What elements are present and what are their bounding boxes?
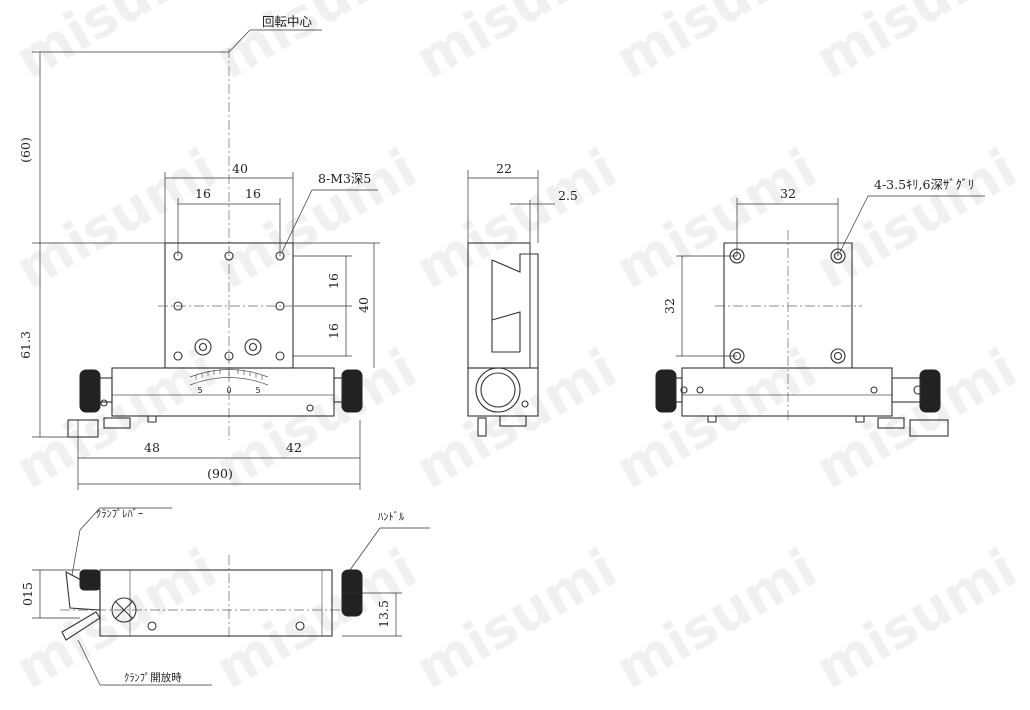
overall-width-dim: (90) xyxy=(207,466,233,481)
svg-text:misumi: misumi xyxy=(805,337,1027,502)
front-view: 回転中心 (60) 61.3 40 16 16 8-M3深5 xyxy=(18,14,380,490)
bottom-pitch-x-dim: 32 xyxy=(780,186,796,201)
front-pitch-right-dim: 16 xyxy=(245,186,261,201)
side-offset-dim: 2.5 xyxy=(558,188,578,203)
clamp-lever-label: ｸﾗﾝﾌﾟﾚﾊﾞｰ xyxy=(96,508,143,520)
clamp-height-dim: 015 xyxy=(20,582,35,606)
handle-label: ﾊﾝﾄﾞﾙ xyxy=(378,511,405,523)
bottom-pitch-y-dim: 32 xyxy=(662,298,677,314)
clamp-view: ｸﾗﾝﾌﾟﾚﾊﾞｰ ﾊﾝﾄﾞﾙ 015 13.5 ｸﾗﾝﾌﾟ開放時 xyxy=(20,507,430,686)
front-pitch-left-dim: 16 xyxy=(195,186,211,201)
bottom-view: 32 4-3.5ｷﾘ,6深ｻﾞｸﾞﾘ 32 xyxy=(655,177,985,437)
svg-text:misumi: misumi xyxy=(605,137,827,302)
side-view: 22 2.5 xyxy=(467,161,578,437)
svg-text:5: 5 xyxy=(255,386,260,395)
rotation-center-label: 回転中心 xyxy=(262,14,313,29)
side-width-dim: 22 xyxy=(496,161,512,176)
front-height-pitch-bottom-dim: 16 xyxy=(326,323,341,339)
tapped-holes-label: 8-M3深5 xyxy=(318,171,371,186)
svg-text:misumi: misumi xyxy=(205,0,427,91)
left-to-center-dim: 48 xyxy=(144,440,160,455)
front-height-dim: 40 xyxy=(356,297,371,313)
svg-text:misumi: misumi xyxy=(405,337,627,502)
svg-text:misumi: misumi xyxy=(805,0,1027,91)
svg-text:misumi: misumi xyxy=(405,0,627,91)
svg-text:0: 0 xyxy=(226,386,231,395)
front-width-dim: 40 xyxy=(232,161,248,176)
watermark: misumi misumi misumi misumi misumi misum… xyxy=(5,0,1027,701)
handle-height-dim: 13.5 xyxy=(376,600,391,628)
center-to-right-dim: 42 xyxy=(286,440,302,455)
svg-text:misumi: misumi xyxy=(5,337,227,502)
svg-text:misumi: misumi xyxy=(205,337,427,502)
svg-text:misumi: misumi xyxy=(805,537,1027,702)
total-height-dim: 61.3 xyxy=(18,331,33,359)
tapped-holes xyxy=(173,251,285,361)
svg-text:misumi: misumi xyxy=(605,537,827,702)
svg-text:misumi: misumi xyxy=(205,537,427,702)
svg-text:misumi: misumi xyxy=(405,537,627,702)
clamp-open-label: ｸﾗﾝﾌﾟ開放時 xyxy=(124,671,182,684)
svg-text:misumi: misumi xyxy=(5,0,227,91)
svg-text:misumi: misumi xyxy=(605,0,827,91)
svg-text:misumi: misumi xyxy=(5,137,227,302)
front-height-pitch-top-dim: 16 xyxy=(326,273,341,289)
counterbore-label: 4-3.5ｷﾘ,6深ｻﾞｸﾞﾘ xyxy=(874,177,974,192)
svg-text:misumi: misumi xyxy=(405,137,627,302)
svg-text:5: 5 xyxy=(197,386,202,395)
scale-ticks xyxy=(195,368,263,380)
center-height-dim: (60) xyxy=(18,137,33,163)
